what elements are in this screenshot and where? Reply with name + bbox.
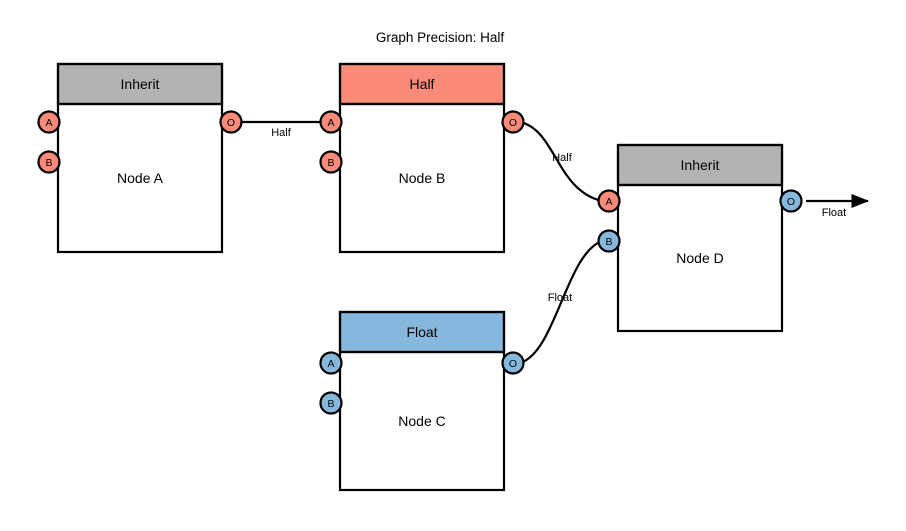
edge-edge-a-to-b[interactable]: Half	[238, 120, 324, 139]
node-header-label: Half	[410, 76, 435, 92]
input-port-a[interactable]: A	[319, 110, 343, 134]
port-label: A	[327, 117, 334, 129]
port-label: B	[45, 157, 52, 169]
port-circle	[319, 110, 343, 134]
port-label: O	[509, 117, 517, 129]
input-port-a[interactable]: A	[597, 189, 621, 213]
output-port-o[interactable]: O	[501, 351, 525, 375]
output-port-o[interactable]: O	[219, 110, 243, 134]
node-header	[338, 310, 506, 354]
port-label: O	[787, 196, 795, 208]
port-circle	[501, 351, 525, 375]
port-label: O	[227, 117, 235, 129]
port-circle	[319, 351, 343, 375]
edge-edge-b-to-d[interactable]: Half	[519, 120, 603, 203]
edge-label: Float	[822, 207, 846, 219]
edge-edge-d-output[interactable]: Float	[806, 193, 870, 219]
node-header-label: Inherit	[681, 157, 720, 173]
node-header-label: Inherit	[121, 76, 160, 92]
port-circle	[37, 110, 61, 134]
node-title: Node A	[117, 170, 164, 186]
node-header-label: Float	[406, 324, 437, 340]
edge-line	[519, 239, 603, 365]
port-circle	[597, 229, 621, 253]
port-circle	[219, 110, 243, 134]
port-label: A	[45, 117, 52, 129]
edge-label: Half	[271, 127, 292, 139]
edge-line	[519, 120, 603, 203]
input-port-b[interactable]: B	[597, 229, 621, 253]
edge-label: Float	[548, 292, 572, 304]
page-title: Graph Precision: Half	[376, 30, 505, 45]
port-circle	[37, 150, 61, 174]
port-circle	[597, 189, 621, 213]
port-circle	[319, 150, 343, 174]
node-header	[616, 143, 784, 187]
node-title: Node C	[398, 413, 445, 429]
edge-label: Half	[552, 152, 573, 164]
port-label: B	[327, 157, 334, 169]
port-circle	[319, 391, 343, 415]
port-label: A	[605, 196, 612, 208]
input-port-b[interactable]: B	[319, 391, 343, 415]
node-title: Node B	[399, 170, 446, 186]
port-circle	[501, 110, 525, 134]
edge-edge-c-to-d[interactable]: Float	[519, 239, 603, 365]
port-label: A	[327, 358, 334, 370]
input-port-a[interactable]: A	[37, 110, 61, 134]
input-port-b[interactable]: B	[37, 150, 61, 174]
port-label: O	[509, 358, 517, 370]
port-label: B	[327, 398, 334, 410]
port-label: B	[605, 236, 612, 248]
output-port-o[interactable]: O	[779, 189, 803, 213]
input-port-a[interactable]: A	[319, 351, 343, 375]
port-circle	[779, 189, 803, 213]
output-port-o[interactable]: O	[501, 110, 525, 134]
node-title: Node D	[676, 250, 723, 266]
input-port-b[interactable]: B	[319, 150, 343, 174]
